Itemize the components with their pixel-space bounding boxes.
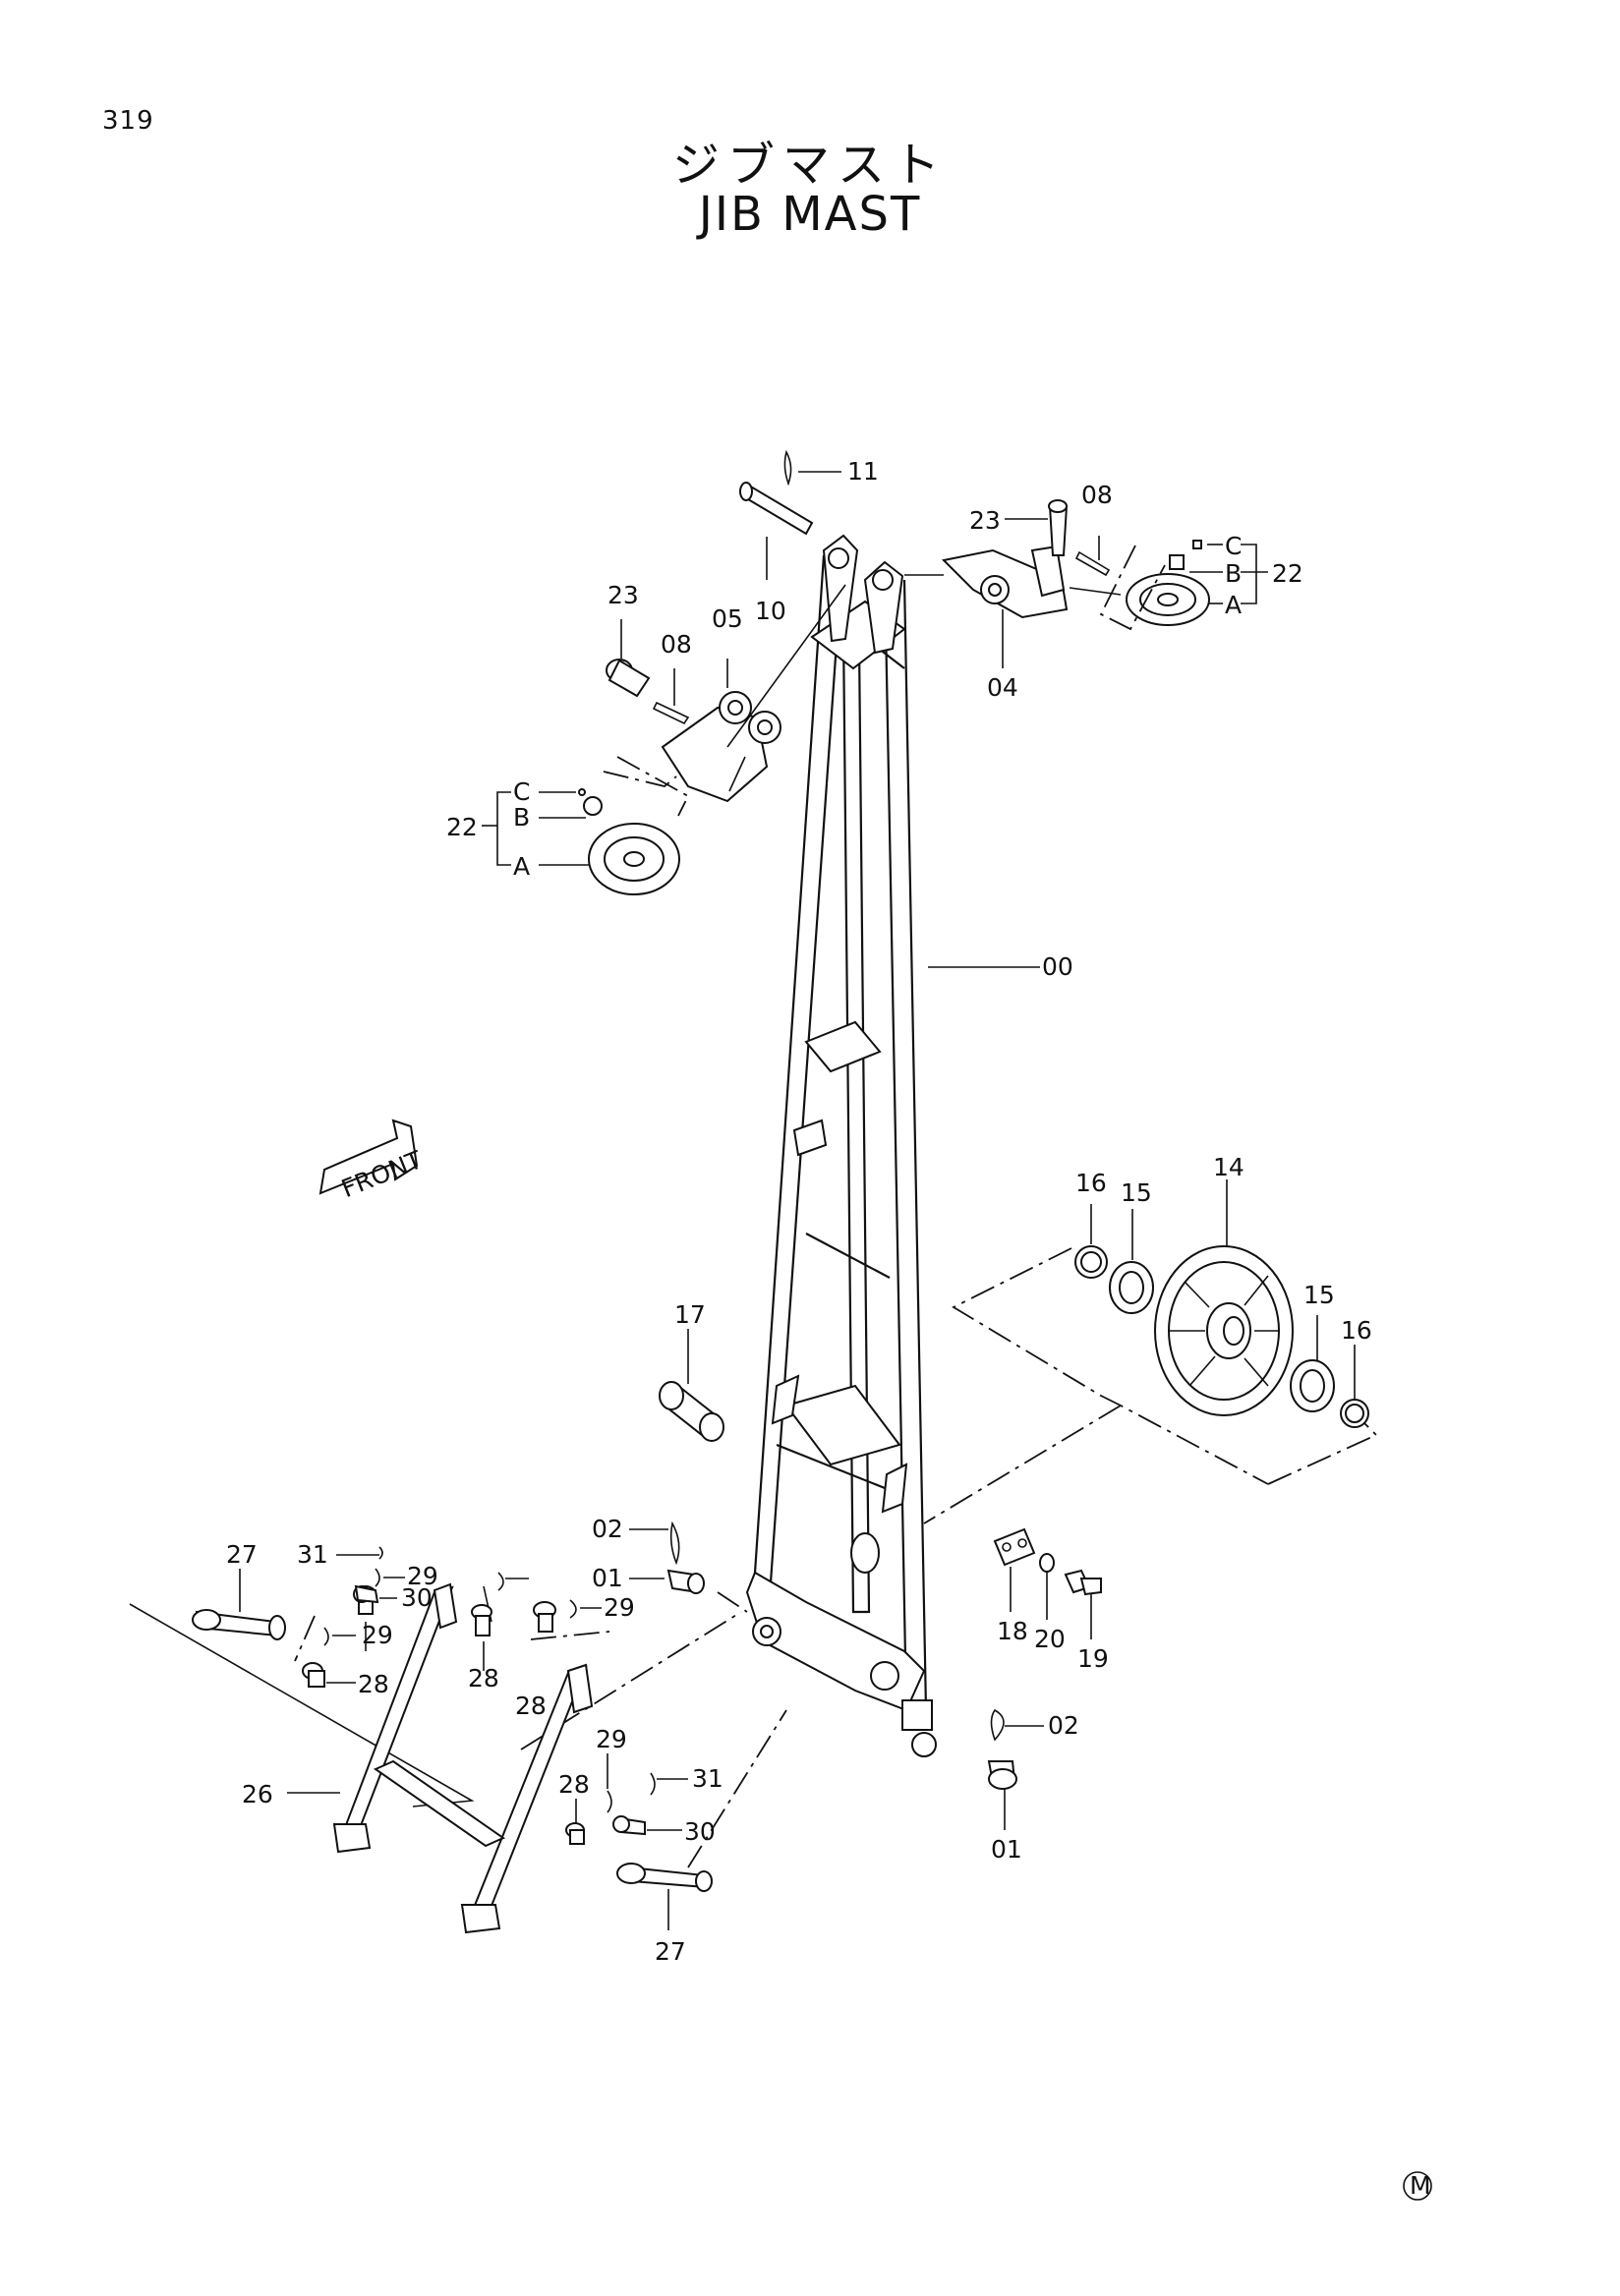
callout-01: 01 xyxy=(592,1564,623,1592)
callout-28: 28 xyxy=(515,1692,547,1720)
callout-30: 30 xyxy=(684,1817,716,1846)
callout-28: 28 xyxy=(468,1664,499,1693)
callout-16: 16 xyxy=(1075,1169,1107,1197)
callout-b: B xyxy=(1225,559,1242,588)
callout-28: 28 xyxy=(358,1670,389,1698)
callout-01: 01 xyxy=(991,1835,1022,1864)
callout-08: 08 xyxy=(661,630,692,659)
callout-a: A xyxy=(513,852,530,881)
callout-22: 22 xyxy=(446,813,478,841)
callout-labels: 11 10 23 08 04 C B A 22 23 08 05 C B A 2… xyxy=(226,457,1372,1966)
callout-27: 27 xyxy=(226,1540,258,1569)
callout-29: 29 xyxy=(362,1621,393,1649)
main-sheave-assembly xyxy=(923,1179,1378,1524)
callout-29: 29 xyxy=(596,1725,627,1753)
callout-c: C xyxy=(513,777,530,806)
callout-02: 02 xyxy=(592,1515,623,1543)
callout-23: 23 xyxy=(969,506,1001,535)
callout-23: 23 xyxy=(608,581,639,609)
callout-10: 10 xyxy=(755,597,786,625)
front-arrow: FRONT xyxy=(318,1119,427,1203)
callout-29: 29 xyxy=(604,1593,635,1622)
mast-frame xyxy=(745,534,937,1757)
maker-mark-letter: M xyxy=(1410,2171,1431,2200)
top-pin-assembly xyxy=(739,449,841,580)
callout-18: 18 xyxy=(997,1617,1028,1645)
callout-29: 29 xyxy=(407,1562,438,1590)
callout-15: 15 xyxy=(1303,1281,1335,1309)
maker-mark: M xyxy=(1403,2171,1432,2201)
callout-20: 20 xyxy=(1034,1625,1066,1653)
pin-17 xyxy=(659,1329,724,1442)
plate-bolt-assembly xyxy=(993,1527,1102,1639)
lower-linkage xyxy=(129,1546,787,1934)
callout-00: 00 xyxy=(1042,952,1073,981)
callout-08: 08 xyxy=(1081,481,1113,509)
callout-31: 31 xyxy=(297,1540,328,1569)
title-japanese: ジブマスト xyxy=(671,138,948,193)
callout-17: 17 xyxy=(674,1300,706,1329)
callout-27: 27 xyxy=(655,1937,686,1966)
callout-31: 31 xyxy=(692,1764,723,1793)
callout-04: 04 xyxy=(987,673,1018,702)
pin-01-lower xyxy=(987,1708,1044,1830)
left-upper-sheave-bracket xyxy=(482,584,846,895)
callout-16: 16 xyxy=(1341,1316,1372,1345)
callout-28: 28 xyxy=(558,1770,590,1799)
callout-15: 15 xyxy=(1121,1178,1152,1207)
callout-a: A xyxy=(1225,591,1242,619)
callout-30: 30 xyxy=(401,1583,433,1612)
callout-b: B xyxy=(513,803,530,832)
right-upper-sheave-bracket xyxy=(904,499,1268,668)
title-english: JIB MAST xyxy=(698,187,922,242)
callout-14: 14 xyxy=(1213,1153,1244,1181)
callout-05: 05 xyxy=(712,604,743,633)
page-number: 319 xyxy=(102,106,154,136)
callout-02: 02 xyxy=(1048,1711,1079,1740)
pin-01-upper xyxy=(629,1521,748,1613)
callout-22: 22 xyxy=(1272,559,1303,588)
callout-26: 26 xyxy=(242,1780,273,1808)
callout-c: C xyxy=(1225,532,1242,560)
callout-11: 11 xyxy=(847,457,879,486)
callout-19: 19 xyxy=(1077,1644,1109,1673)
